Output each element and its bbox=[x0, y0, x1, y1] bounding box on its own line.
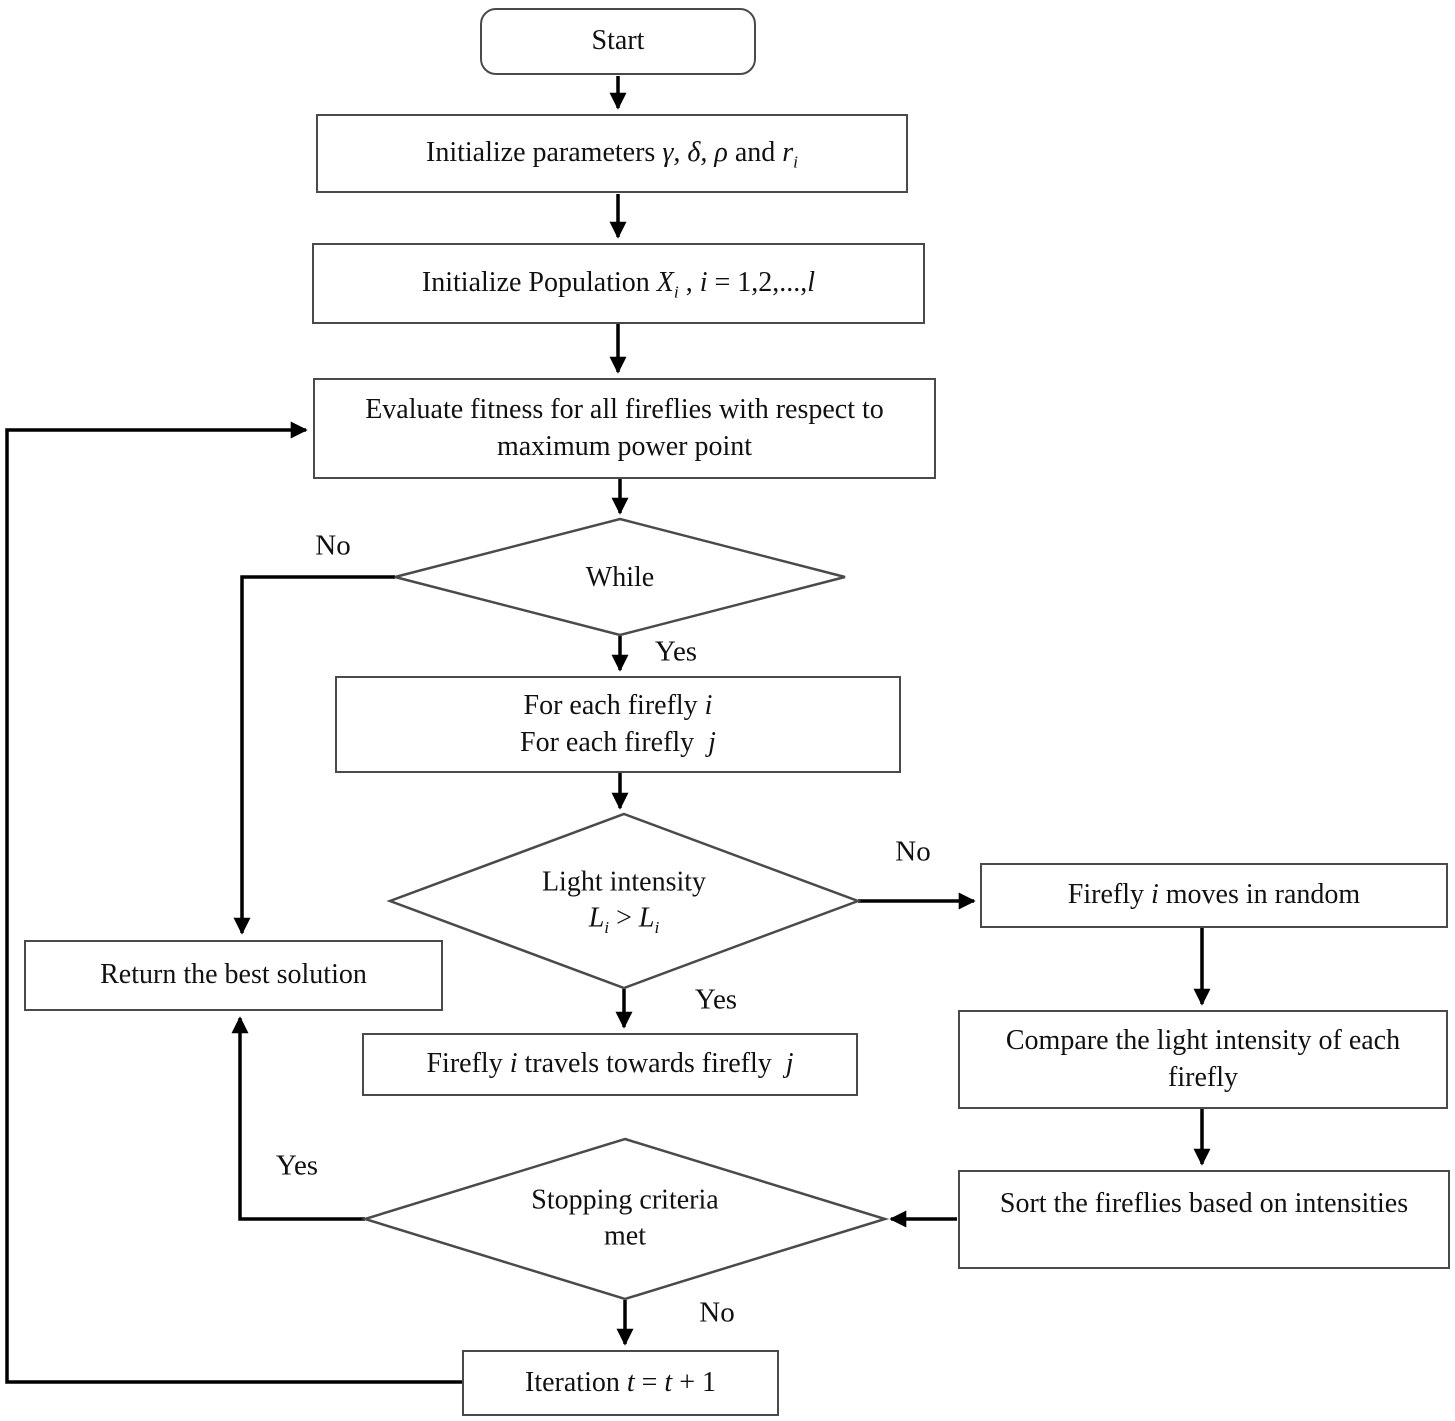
light-yes-label: Yes bbox=[694, 983, 738, 1016]
firefly-moves-random-box: Firefly i moves in random bbox=[980, 863, 1448, 928]
evaluate-fitness-line2: maximum power point bbox=[496, 430, 753, 462]
light-no-label: No bbox=[895, 835, 931, 868]
compare-intensity-line2: firefly bbox=[1168, 1061, 1238, 1093]
firefly-travels-box: Firefly i travels towards firefly j bbox=[362, 1033, 858, 1096]
stopping-no-label: No bbox=[699, 1296, 735, 1329]
firefly-moves-random-label: Firefly i moves in random bbox=[1067, 879, 1361, 911]
evaluate-fitness-box: Evaluate fitness for all fireflies with … bbox=[313, 378, 936, 479]
compare-intensity-line1: Compare the light intensity of each bbox=[1005, 1024, 1401, 1056]
while-yes-label: Yes bbox=[654, 635, 698, 668]
return-best-solution-box: Return the best solution bbox=[24, 940, 443, 1011]
for-each-firefly-line2: For each firefly j bbox=[520, 726, 716, 758]
init-params-label: Initialize parameters γ, δ, ρ and ri bbox=[426, 137, 798, 172]
connector-iteration-to-evaluate bbox=[5, 421, 462, 1384]
while-decision-label: While bbox=[585, 561, 655, 593]
compare-intensity-box: Compare the light intensity of each fire… bbox=[958, 1010, 1448, 1109]
firefly-travels-label: Firefly i travels towards firefly j bbox=[426, 1048, 794, 1080]
stopping-yes-label: Yes bbox=[275, 1149, 319, 1182]
return-best-solution-label: Return the best solution bbox=[100, 959, 367, 991]
light-intensity-decision-label: Light intensity Li > Li bbox=[541, 866, 707, 938]
for-each-firefly-box: For each firefly i For each firefly j bbox=[335, 676, 901, 773]
stopping-criteria-decision-shape bbox=[360, 1137, 890, 1301]
init-population-label: Initialize Population Xi , i = 1,2,...,l bbox=[421, 267, 816, 302]
while-decision-shape bbox=[394, 517, 846, 637]
init-params-box: Initialize parameters γ, δ, ρ and ri bbox=[316, 114, 908, 193]
while-no-label: No bbox=[315, 529, 351, 562]
stopping-criteria-decision-label: Stopping criteria met bbox=[531, 1184, 719, 1252]
connector-while-no-to-return bbox=[233, 575, 395, 935]
start-node: Start bbox=[480, 8, 756, 75]
connector-stopping-yes-to-return bbox=[231, 1016, 365, 1221]
evaluate-fitness-line1: Evaluate fitness for all fireflies with … bbox=[365, 393, 884, 425]
sort-fireflies-label: Sort the fireflies based on intensities bbox=[999, 1188, 1409, 1219]
start-label: Start bbox=[591, 25, 645, 57]
sort-fireflies-box: Sort the fireflies based on intensities bbox=[958, 1170, 1450, 1269]
for-each-firefly-line1: For each firefly i bbox=[523, 689, 713, 721]
init-population-box: Initialize Population Xi , i = 1,2,...,l bbox=[312, 243, 925, 324]
iteration-label: Iteration t = t + 1 bbox=[525, 1366, 716, 1398]
light-intensity-decision-shape bbox=[386, 812, 862, 990]
iteration-box: Iteration t = t + 1 bbox=[462, 1350, 779, 1416]
